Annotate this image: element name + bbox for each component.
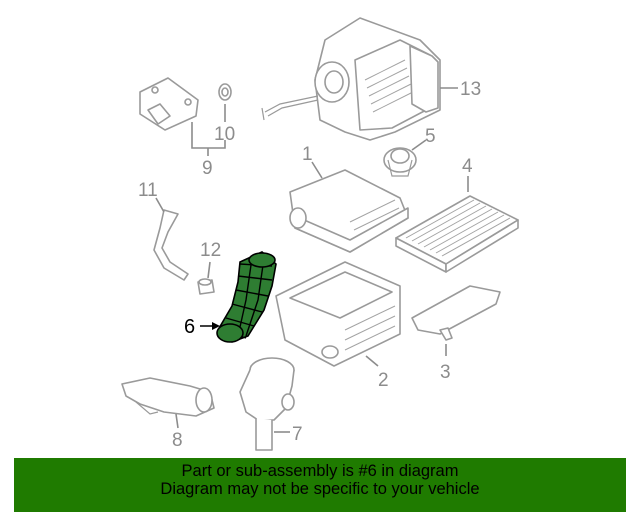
part-2-lower-housing xyxy=(275,261,401,367)
part-8-intake-snorkel xyxy=(121,377,215,417)
callout-1: 1 xyxy=(302,144,313,165)
callout-3: 3 xyxy=(440,362,451,383)
parts-diagram: 13 10 9 5 1 xyxy=(121,17,519,451)
part-13-air-cleaner-assembly xyxy=(261,17,441,141)
part-9-sensor-housing xyxy=(139,77,199,131)
part-10-ring xyxy=(218,83,232,101)
leader-5 xyxy=(411,139,427,151)
leader-1 xyxy=(311,161,323,179)
callout-4: 4 xyxy=(462,156,473,177)
callout-12: 12 xyxy=(200,240,221,261)
part-11-breather-hose xyxy=(153,209,189,281)
leader-12 xyxy=(207,261,211,279)
callout-6: 6 xyxy=(184,316,195,338)
banner-line-1: Part or sub-assembly is #6 in diagram xyxy=(181,462,459,480)
callout-9: 9 xyxy=(202,158,213,179)
part-6-intake-duct-highlight xyxy=(216,251,277,343)
leader-8 xyxy=(175,413,179,429)
part-7-resonator xyxy=(239,357,295,451)
part-12-fitting xyxy=(197,278,215,295)
part-4-air-filter xyxy=(395,195,519,273)
callout-2: 2 xyxy=(378,370,389,391)
leader-6-arrowhead xyxy=(212,322,220,330)
callout-13: 13 xyxy=(460,79,481,100)
notice-banner: Part or sub-assembly is #6 in diagram Di… xyxy=(14,458,626,512)
callout-7: 7 xyxy=(292,424,303,445)
part-3-bracket xyxy=(411,285,501,341)
leader-11 xyxy=(155,197,165,213)
callout-5: 5 xyxy=(425,126,436,147)
part-1-cover xyxy=(289,169,409,253)
banner-line-2: Diagram may not be specific to your vehi… xyxy=(160,480,480,498)
part-5-seal xyxy=(383,147,417,177)
callout-11: 11 xyxy=(138,180,158,201)
callout-8: 8 xyxy=(172,430,183,451)
leader-2 xyxy=(365,355,379,367)
leader-9 xyxy=(191,122,226,156)
callout-10: 10 xyxy=(214,124,235,145)
